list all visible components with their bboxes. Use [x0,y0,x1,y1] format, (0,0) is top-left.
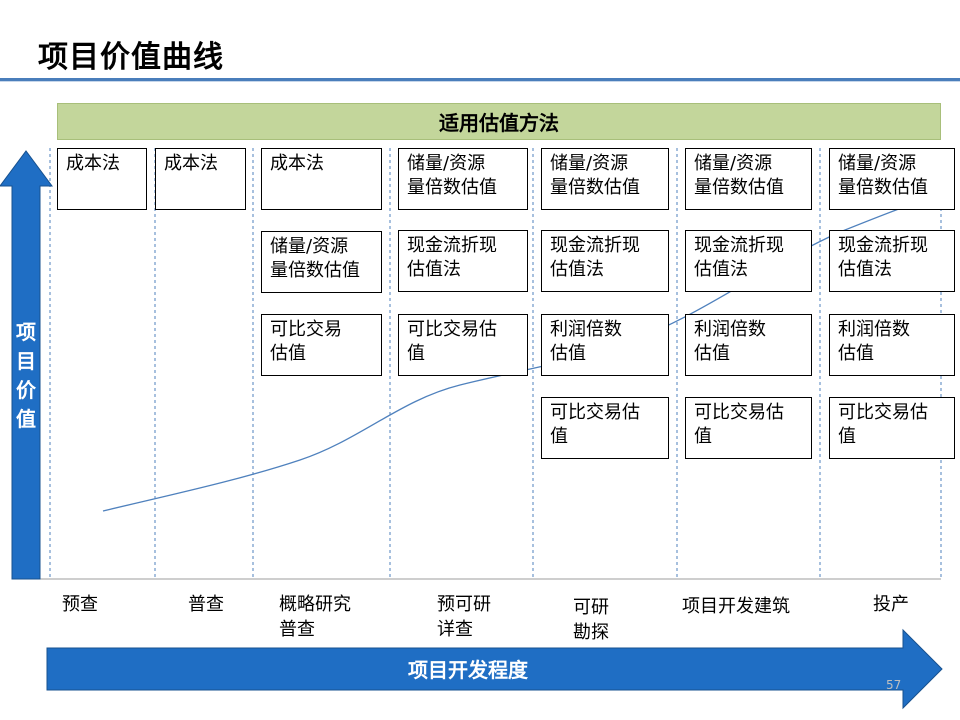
stage-label: 普查 [188,594,224,615]
vertical-axis-char: 项 [16,320,36,344]
method-box: 储量/资源 量倍数估值 [261,231,382,293]
method-box: 现金流折现 估值法 [829,230,955,292]
horizontal-axis-label: 项目开发程度 [408,657,528,682]
title-underline [0,78,960,81]
method-box: 成本法 [155,148,246,210]
method-box: 可比交易估 值 [398,314,528,376]
stage-label: 勘探 [573,622,609,643]
stage-label: 项目开发建筑 [682,596,790,617]
vertical-axis-label: 项 目 价 值 [13,318,39,434]
method-box: 现金流折现 估值法 [685,230,812,292]
page-number: 57 [886,678,902,692]
stage-label: 预可研 [437,594,491,615]
stage-label: 普查 [279,619,315,640]
method-box: 利润倍数 估值 [541,314,669,376]
stage-label: 概略研究 [279,594,351,615]
vertical-axis-arrow [0,150,53,580]
method-box: 可比交易估 值 [541,397,669,459]
method-box: 现金流折现 估值法 [541,230,669,292]
method-box: 可比交易估 值 [829,397,955,459]
method-box: 成本法 [57,148,147,210]
horizontal-axis-arrow [46,628,943,710]
title-underline-shadow [0,81,960,82]
method-box: 储量/资源 量倍数估值 [541,148,669,210]
method-box: 成本法 [261,148,382,210]
method-box: 可比交易 估值 [261,314,382,376]
valuation-methods-banner: 适用估值方法 [57,103,941,140]
stage-label: 投产 [873,594,909,615]
method-box: 储量/资源 量倍数估值 [685,148,812,210]
vertical-axis-char: 价 [16,378,36,402]
stage-label: 详查 [437,619,473,640]
stage-label: 预查 [62,594,98,615]
method-box: 利润倍数 估值 [685,314,812,376]
method-box: 利润倍数 估值 [829,314,955,376]
method-box: 储量/资源 量倍数估值 [398,148,528,210]
method-box: 可比交易估 值 [685,397,812,459]
vertical-axis-char: 目 [16,349,36,373]
method-box: 现金流折现 估值法 [398,230,528,292]
page-title: 项目价值曲线 [38,40,224,75]
vertical-axis-char: 值 [16,407,36,431]
method-box: 储量/资源 量倍数估值 [829,148,955,210]
stage-label: 可研 [573,597,609,618]
